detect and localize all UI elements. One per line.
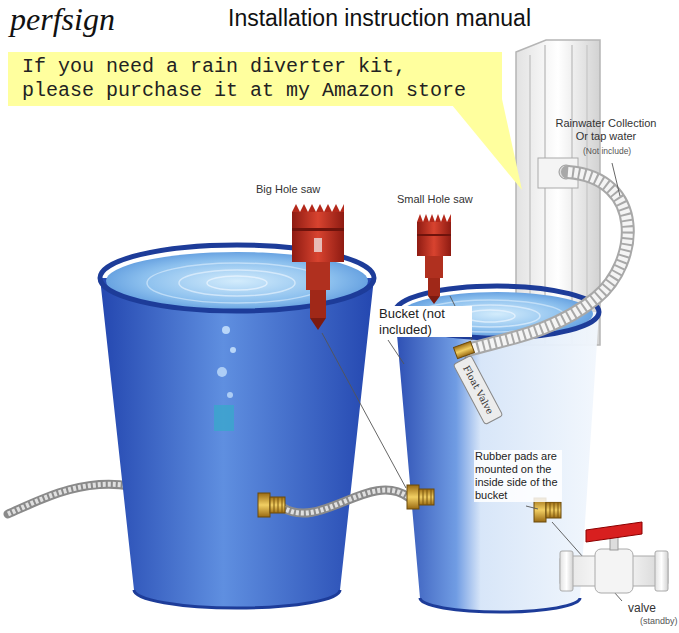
ball-valve-part — [655, 551, 668, 591]
leader-line — [322, 163, 622, 601]
left-bucket-part — [230, 347, 236, 353]
small-hole-saw-part — [417, 234, 451, 236]
brass-fitting — [258, 493, 285, 517]
leader-line-part — [526, 506, 538, 509]
right-bucket-part — [395, 312, 599, 612]
leader-line-part — [388, 340, 404, 364]
supply-hose — [468, 172, 628, 350]
tag-label: Float Valve — [453, 355, 503, 424]
ball-valve-part — [586, 522, 642, 542]
big-hole-saw-part — [292, 228, 344, 231]
flexible-hose-part — [282, 490, 408, 513]
supply-hose-part — [468, 172, 628, 350]
left-bucket — [100, 245, 374, 608]
float-valve — [453, 341, 503, 424]
left-bucket-part — [207, 276, 267, 290]
ball-valve — [560, 522, 668, 593]
part-label: valve — [628, 601, 656, 615]
small-hole-saw — [417, 214, 451, 304]
big-hole-saw-part — [310, 290, 326, 318]
callout-box: If you need a rain diverter kit, please … — [8, 52, 502, 106]
left-bucket-part — [227, 392, 233, 398]
small-hole-saw-part — [417, 214, 451, 222]
part-label: Bucket (not included) — [378, 306, 472, 337]
leader-line-part — [612, 163, 620, 196]
left-bucket-part — [214, 405, 234, 431]
left-bucket-part — [217, 367, 227, 377]
source-note: (Not include) — [583, 146, 631, 156]
big-hole-saw-part — [306, 262, 330, 290]
leader-line-part — [322, 333, 406, 488]
big-hole-saw — [292, 204, 344, 330]
left-bucket-part — [222, 326, 230, 334]
source-note: Rainwater Collection Or tap water — [550, 117, 662, 143]
flexible-hose-part — [8, 484, 130, 514]
supply-hose-part — [468, 172, 628, 350]
right-bucket-part — [465, 310, 515, 322]
ball-valve-part — [610, 537, 618, 550]
tool-label: Small Hole saw — [397, 193, 473, 206]
small-hole-saw-part — [417, 222, 451, 256]
ball-valve-part — [595, 549, 633, 593]
left-bucket-part — [134, 590, 340, 608]
note-label: Rubber pads are mounted on the inside si… — [474, 450, 562, 502]
ball-valve-part — [560, 551, 573, 591]
downspout-part — [571, 45, 573, 345]
small-hole-saw-part — [425, 256, 443, 278]
flexible-hose — [8, 484, 130, 514]
tool-label: Big Hole saw — [256, 183, 320, 196]
brand-logo: perfsign — [10, 0, 115, 38]
big-hole-saw-part — [310, 318, 326, 330]
left-bucket-part — [179, 270, 295, 296]
left-bucket-part — [100, 278, 374, 608]
flexible-hose-part — [8, 484, 130, 514]
page-title: Installation instruction manual — [228, 5, 531, 32]
big-hole-saw-part — [314, 238, 322, 252]
callout-text: If you need a rain diverter kit, please … — [22, 55, 472, 103]
part-label: (standby) — [640, 616, 678, 627]
big-hole-saw-part — [292, 212, 344, 262]
big-hole-saw-part — [292, 204, 344, 212]
left-bucket-part — [147, 263, 327, 303]
right-bucket-part — [420, 598, 580, 612]
flexible-hose — [282, 490, 408, 513]
brass-fitting — [407, 485, 434, 509]
small-hole-saw-part — [428, 296, 440, 304]
small-hole-saw-part — [428, 278, 440, 296]
flexible-hose-part — [282, 490, 408, 513]
float-valve-part — [453, 355, 503, 424]
